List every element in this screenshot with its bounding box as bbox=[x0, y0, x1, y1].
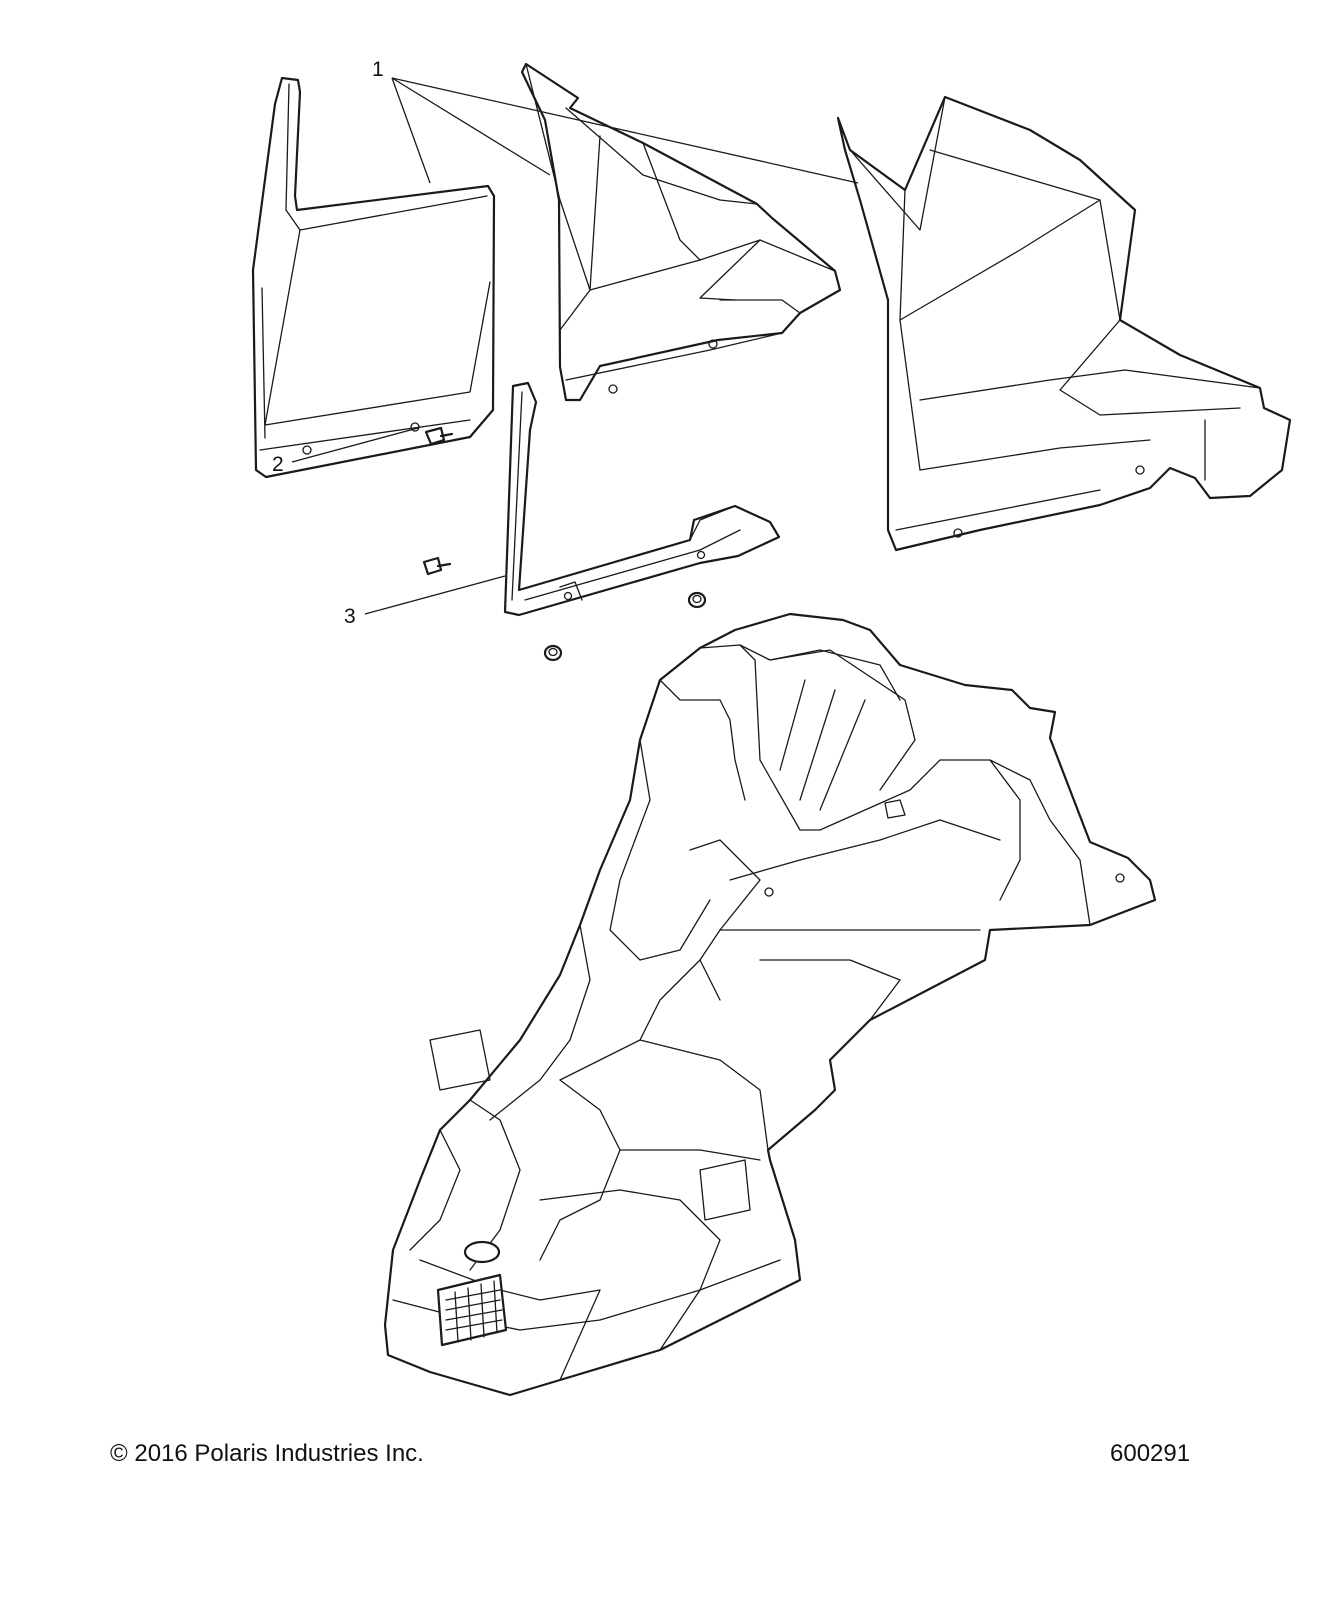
callout-2: 2 bbox=[272, 453, 284, 476]
side-panel-large bbox=[836, 95, 1292, 552]
side-panel-medium bbox=[520, 62, 842, 402]
nut-right bbox=[687, 591, 707, 609]
nut-left bbox=[543, 644, 563, 662]
side-panel-small bbox=[251, 76, 496, 479]
copyright-text: © 2016 Polaris Industries Inc. bbox=[110, 1440, 424, 1467]
callout-3: 3 bbox=[344, 605, 356, 628]
bracket-panel bbox=[503, 381, 781, 617]
hood-assembly bbox=[383, 612, 1157, 1397]
drawing-number: 600291 bbox=[1110, 1440, 1191, 1467]
push-rivet-lower bbox=[422, 556, 452, 576]
callout-1: 1 bbox=[372, 58, 384, 81]
leader-lines bbox=[291, 77, 859, 615]
push-rivet-upper bbox=[424, 426, 454, 446]
